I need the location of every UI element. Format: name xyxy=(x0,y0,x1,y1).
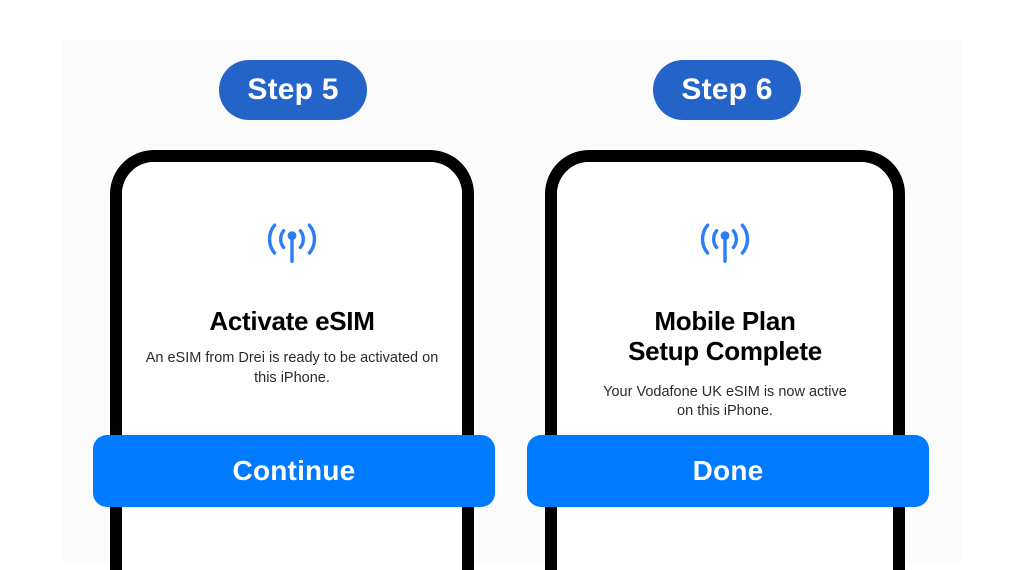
step-6-badge-label: Step 6 xyxy=(681,73,773,106)
continue-button[interactable]: Continue xyxy=(93,435,495,507)
done-button-label: Done xyxy=(692,455,764,486)
phone-screen-step-5: Activate eSIM An eSIM from Drei is ready… xyxy=(122,162,462,570)
step-6-badge: Step 6 xyxy=(653,60,801,120)
phone-subtitle-step-5: An eSIM from Drei is ready to be activat… xyxy=(145,350,439,386)
phone-frame-step-6: Mobile Plan Setup Complete Your Vodafone… xyxy=(545,150,905,570)
cellular-antenna-icon xyxy=(265,220,319,275)
phone-screen-step-6: Mobile Plan Setup Complete Your Vodafone… xyxy=(557,162,893,570)
done-button[interactable]: Done xyxy=(527,435,929,507)
phone-title-step-6: Mobile Plan Setup Complete xyxy=(575,306,875,367)
phone-title-step-6-line-1: Mobile Plan xyxy=(654,306,796,336)
step-5-badge: Step 5 xyxy=(219,60,367,120)
phone-subtitle-step-6: Your Vodafone UK eSIM is now active on t… xyxy=(603,383,847,420)
step-5-badge-label: Step 5 xyxy=(247,73,339,106)
cellular-antenna-icon xyxy=(698,220,752,275)
phone-title-step-5: Activate eSIM xyxy=(209,306,375,336)
continue-button-label: Continue xyxy=(232,455,356,486)
phone-title-step-6-line-2: Setup Complete xyxy=(628,336,822,367)
phone-frame-step-5: Activate eSIM An eSIM from Drei is ready… xyxy=(110,150,474,570)
